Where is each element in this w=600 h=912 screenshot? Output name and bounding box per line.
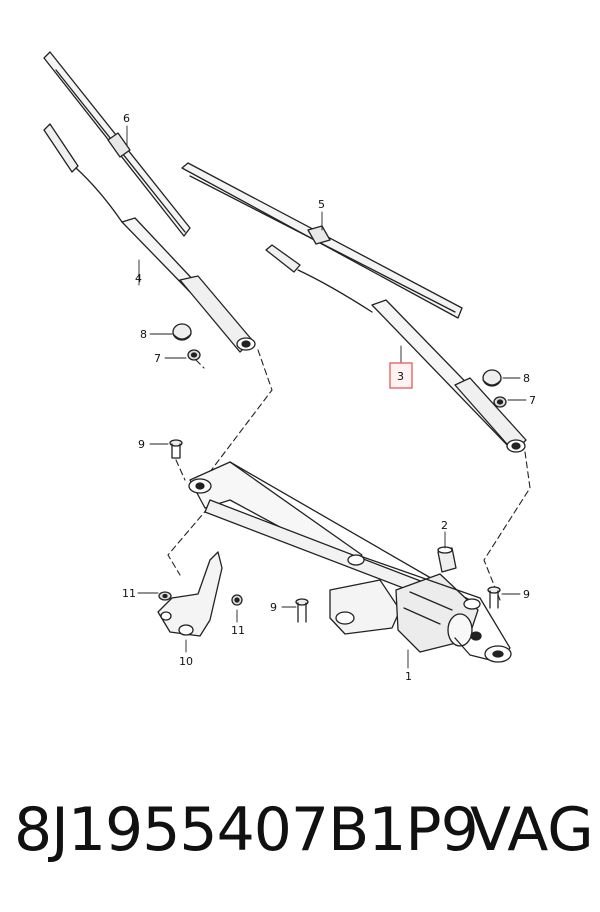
mounting-bracket	[157, 551, 223, 637]
callout-7-left: 7	[154, 352, 161, 365]
highlight-box	[389, 362, 413, 389]
wiper-linkage-frame	[188, 461, 512, 663]
callout-5: 5	[318, 198, 325, 211]
brand-name: VAG	[470, 795, 594, 865]
right-wiper-blade	[181, 162, 463, 319]
callout-11-left: 11	[122, 587, 136, 600]
leader-lines	[126, 125, 527, 669]
part-number: 8J1955407B1P9	[14, 795, 479, 865]
right-wiper-arm	[265, 244, 527, 453]
callout-11-right: 11	[231, 624, 245, 637]
callout-8-right: 8	[523, 372, 530, 385]
nut-11-right	[231, 594, 243, 606]
bolt-left	[169, 439, 183, 459]
left-wiper-arm	[43, 123, 256, 353]
rubber-damper	[437, 546, 457, 573]
cover-cap-left	[172, 323, 192, 341]
left-wiper-blade	[43, 51, 191, 237]
callout-1: 1	[405, 670, 412, 683]
nut-left	[187, 349, 201, 361]
callout-7-right: 7	[529, 394, 536, 407]
callout-8-left: 8	[140, 328, 147, 341]
callout-6: 6	[123, 112, 130, 125]
nut-11-left	[158, 591, 172, 601]
bolt-center	[295, 598, 309, 623]
bolt-right	[487, 586, 501, 609]
cover-cap-right	[482, 369, 502, 387]
assembly-lines	[167, 349, 531, 601]
footer: 8J1955407B1P9 VAG	[0, 795, 600, 885]
callout-3: 3	[397, 370, 404, 383]
callout-10: 10	[179, 655, 193, 668]
callout-9-right: 9	[523, 588, 530, 601]
nut-right	[493, 396, 507, 408]
callout-4: 4	[135, 272, 142, 285]
wiper-linkage-diagram: 6 4 5 3 8 7 8 7 9 2 11 11 9 9 10 1	[43, 51, 536, 683]
callout-9-left: 9	[138, 438, 145, 451]
callout-9-center: 9	[270, 601, 277, 614]
callout-2: 2	[441, 519, 448, 532]
